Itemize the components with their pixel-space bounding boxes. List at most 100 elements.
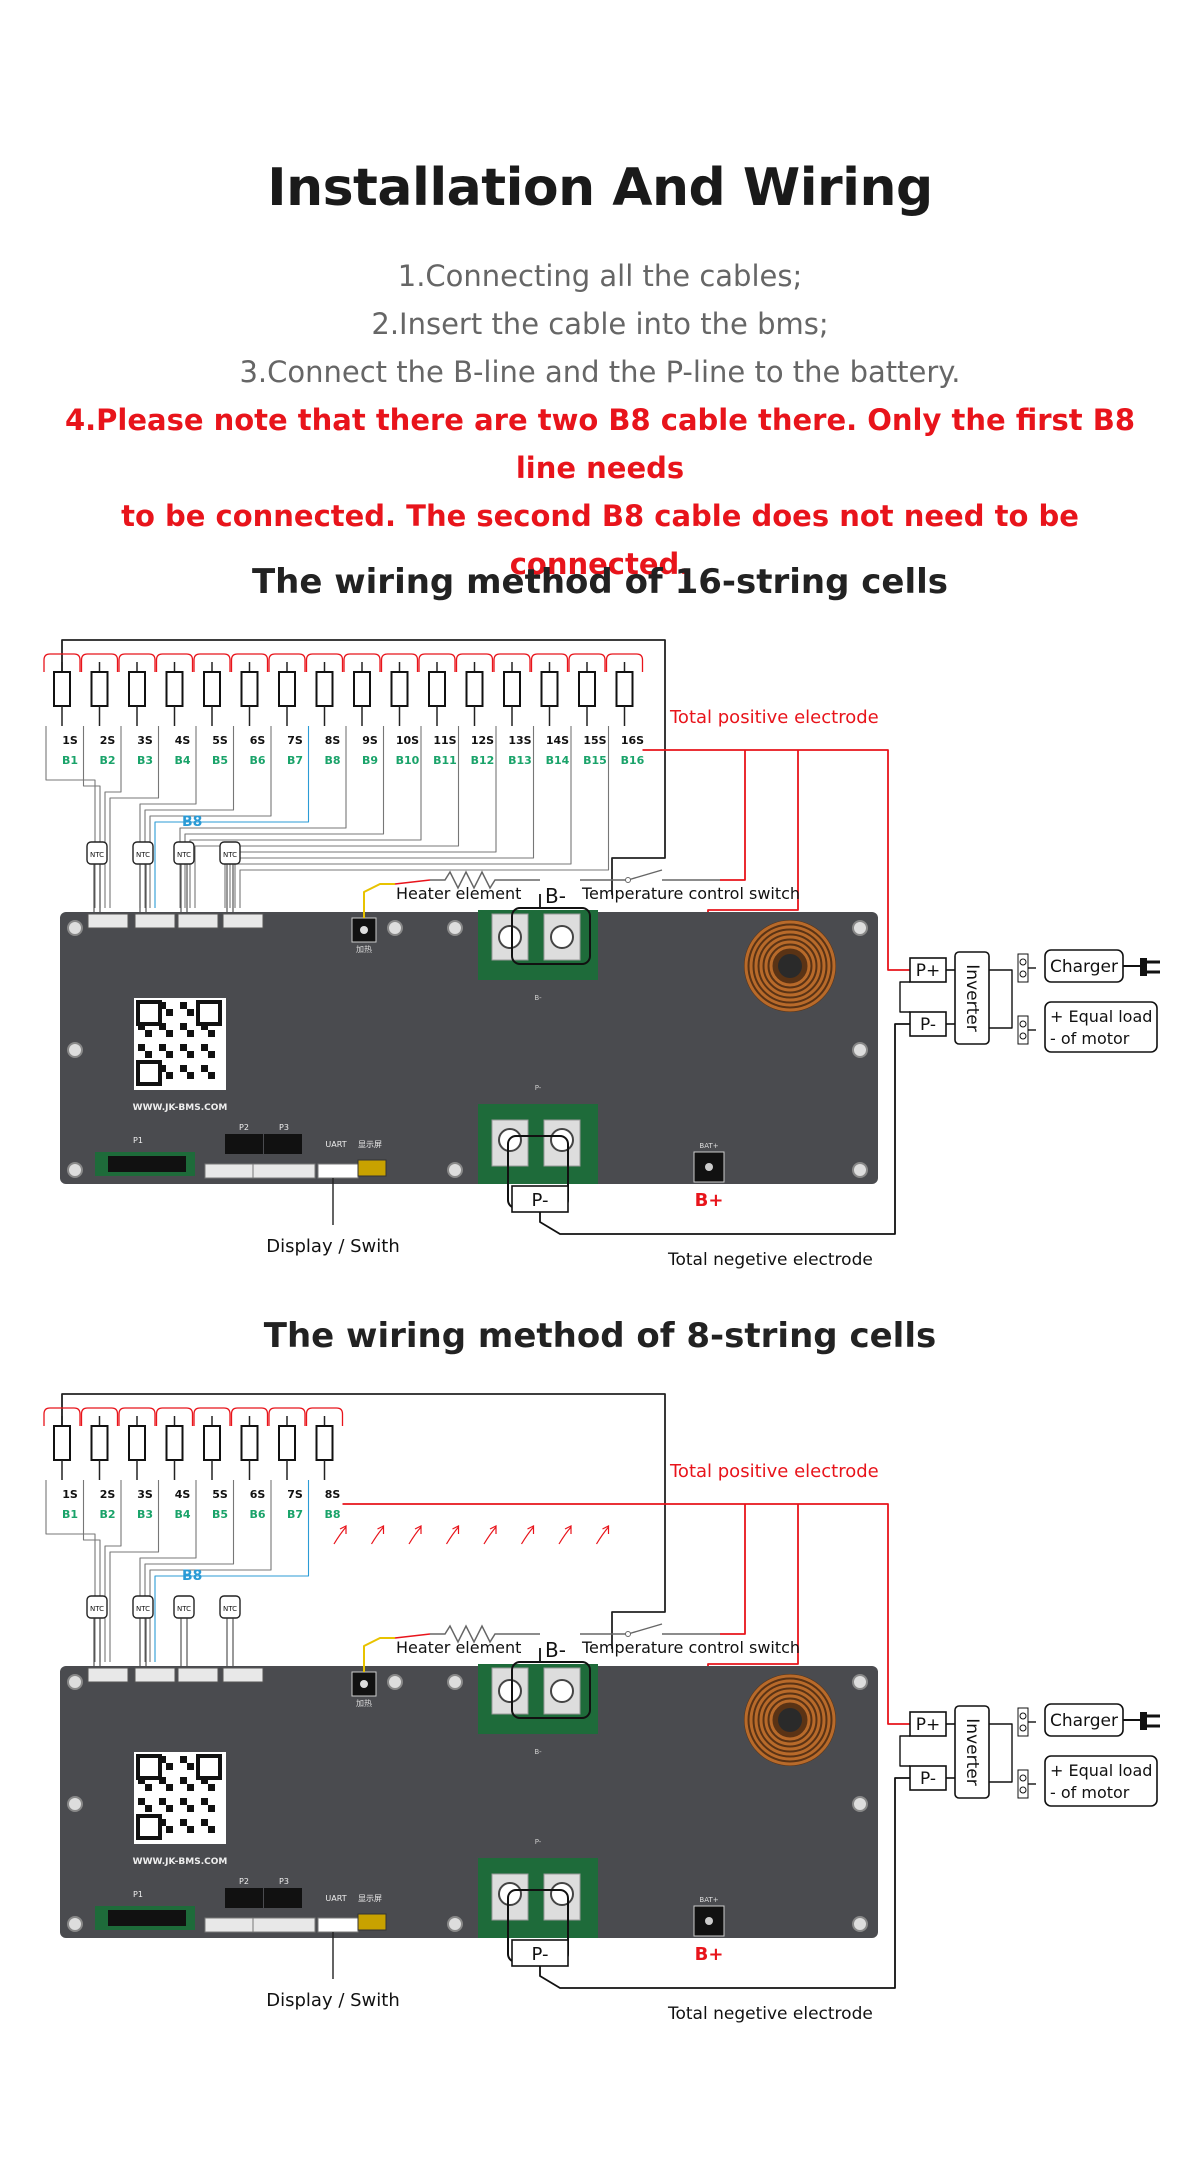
coil-winding	[759, 1689, 821, 1751]
qr-module	[180, 1777, 187, 1784]
mounting-hole	[447, 1162, 463, 1178]
p1-header	[108, 1156, 186, 1172]
switch-pivot	[625, 877, 631, 883]
qr-module	[159, 1065, 166, 1072]
port-connector	[252, 1163, 316, 1179]
qr-module	[180, 1798, 187, 1805]
mounting-hole	[447, 920, 463, 936]
mounting-hole	[852, 1796, 868, 1812]
qr-module	[208, 1072, 215, 1079]
coil-winding	[749, 1679, 831, 1761]
load-label: + Equal load	[1050, 1761, 1152, 1780]
display-port-label: 显示屏	[358, 1894, 382, 1903]
balance-wire-label: B14	[546, 754, 570, 767]
battery-cell	[278, 671, 296, 707]
b-minus-wire-loop	[511, 1661, 591, 1719]
heater-yellow-wire	[363, 1637, 395, 1672]
p2-label: P2	[239, 1877, 249, 1886]
ntc-sensor	[132, 841, 154, 865]
cell-interconnect-wire	[118, 1407, 156, 1426]
cell-label: 5S	[212, 734, 228, 747]
bat-plus-silk: BAT+	[699, 1142, 718, 1150]
ntc-sensor	[86, 1595, 108, 1619]
cell-interconnect-wire	[305, 653, 344, 672]
output-switch	[1017, 1015, 1029, 1045]
cell-interconnect-wire	[155, 653, 194, 672]
balance-connector	[134, 913, 176, 929]
wiring-diagram-16s: 1SB12SB23SB34SB45SB56SB67SB78SB89SB910SB…	[43, 639, 1160, 1270]
ntc-label: NTC	[177, 851, 191, 859]
qr-module	[166, 1805, 173, 1812]
qr-module	[166, 1072, 173, 1079]
bms-board	[60, 1666, 878, 1938]
p2-connector	[225, 1134, 263, 1154]
cell-interconnect-wire	[493, 653, 531, 672]
balance-wire-label: B1	[62, 1508, 78, 1521]
qr-finder	[196, 1754, 222, 1780]
switch-lever	[627, 869, 663, 881]
b-plus-terminal	[693, 1151, 725, 1183]
cell-label: 4S	[175, 734, 191, 747]
battery-cell	[53, 671, 71, 707]
terminal-screw	[498, 925, 522, 949]
b-plus-pin	[705, 1917, 713, 1925]
qr-module	[180, 1819, 187, 1826]
qr-finder	[136, 1754, 162, 1780]
p-minus-terminal-label: P-	[920, 1769, 936, 1789]
balance-wire	[154, 1480, 310, 1662]
coil-winding	[769, 1699, 811, 1741]
cell-label: 1S	[62, 1488, 78, 1501]
cell-label: 15S	[583, 734, 606, 747]
cell-label: 6S	[250, 734, 266, 747]
load-box	[1044, 1755, 1158, 1807]
balance-wire	[109, 1480, 160, 1662]
coil-winding	[764, 940, 816, 992]
mounting-hole	[387, 1674, 403, 1690]
diagram-title-16s: The wiring method of 16-string cells	[251, 562, 949, 602]
switch-contact	[1019, 958, 1027, 966]
instruction-step: 3.Connect the B-line and the P-line to t…	[239, 355, 961, 389]
qr-module	[187, 1763, 194, 1770]
p-minus-label-box	[511, 1185, 569, 1213]
unused-balance-wire	[408, 1526, 422, 1545]
cell-label: 8S	[325, 1488, 341, 1501]
mounting-hole	[67, 920, 83, 936]
p3-connector	[264, 1134, 302, 1154]
ntc-sensor	[132, 1595, 154, 1619]
p2-connector	[225, 1888, 263, 1908]
cell-label: 11S	[433, 734, 456, 747]
battery-cell	[465, 671, 484, 707]
coil-winding	[759, 935, 821, 997]
p1-header	[108, 1910, 186, 1926]
coil-winding	[744, 920, 836, 1012]
uart-connector	[317, 1163, 359, 1179]
balance-wire-label: B11	[433, 754, 457, 767]
cell-interconnect-wire	[80, 653, 119, 672]
display-label: Display / Swith	[266, 1236, 399, 1257]
qr-module	[159, 1798, 166, 1805]
cell-label: 10S	[396, 734, 419, 747]
heater-port-label: 加热	[356, 1698, 372, 1708]
balance-wire-label: B5	[212, 1508, 228, 1521]
balance-wire	[229, 726, 535, 908]
warning-note: 4.Please note that there are two B8 cabl…	[60, 396, 1140, 588]
battery-cell	[90, 671, 109, 707]
p-terminal-bracket	[899, 1735, 910, 1767]
unused-wire-arrow	[564, 1525, 572, 1534]
plug-icon	[1140, 958, 1147, 976]
balance-wire-label: B2	[99, 1508, 115, 1521]
balance-wire-label: B13	[508, 754, 532, 767]
ntc-sensor	[219, 1595, 241, 1619]
battery-cell	[353, 671, 371, 707]
balance-wire-label: B9	[362, 754, 378, 767]
heater-resistor	[430, 1624, 540, 1644]
balance-wire	[109, 726, 160, 908]
battery-cell	[90, 1425, 109, 1461]
balance-connector	[134, 1667, 176, 1683]
qr-module	[166, 1051, 173, 1058]
total-positive-label: Total positive electrode	[669, 707, 879, 728]
qr-module	[187, 1051, 194, 1058]
qr-module	[208, 1030, 215, 1037]
display-connector	[357, 1159, 387, 1177]
